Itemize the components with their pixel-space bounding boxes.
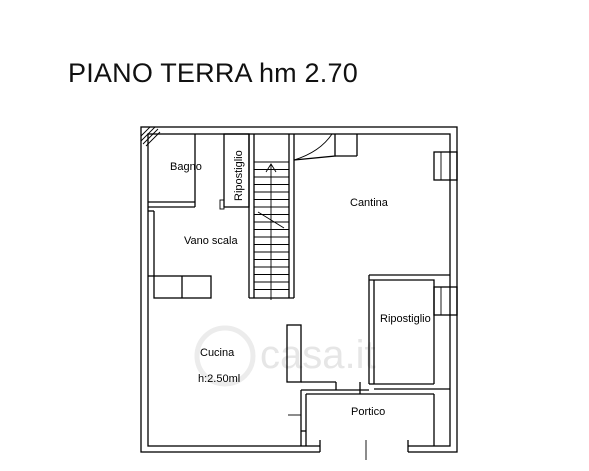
plan-title: PIANO TERRA hm 2.70 [68,58,358,88]
room-label-cucina-height: h:2.50ml [198,373,240,385]
window-ripostiglio [433,286,458,316]
watermark-logo: casa.it [194,325,376,387]
room-label-vano-scala: Vano scala [184,235,238,247]
room-label-cantina: Cantina [350,197,389,209]
stair-treads [254,161,289,290]
outer-wall [140,126,458,453]
stair-arrow [257,163,285,300]
room-label-portico: Portico [351,406,385,418]
room-label-cucina: Cucina [200,347,235,359]
window-cantina [433,151,458,181]
cantina-door-arc [293,133,333,161]
kitchen-pillar [286,324,302,383]
corner-flue [140,126,161,147]
room-label-bagno: Bagno [170,161,202,173]
watermark-text: casa.it [260,333,376,377]
room-label-ripostiglio: Ripostiglio [380,313,431,325]
inner-outer-wall [147,133,451,447]
room-label-ripostiglio-small: Ripostiglio [233,150,245,201]
